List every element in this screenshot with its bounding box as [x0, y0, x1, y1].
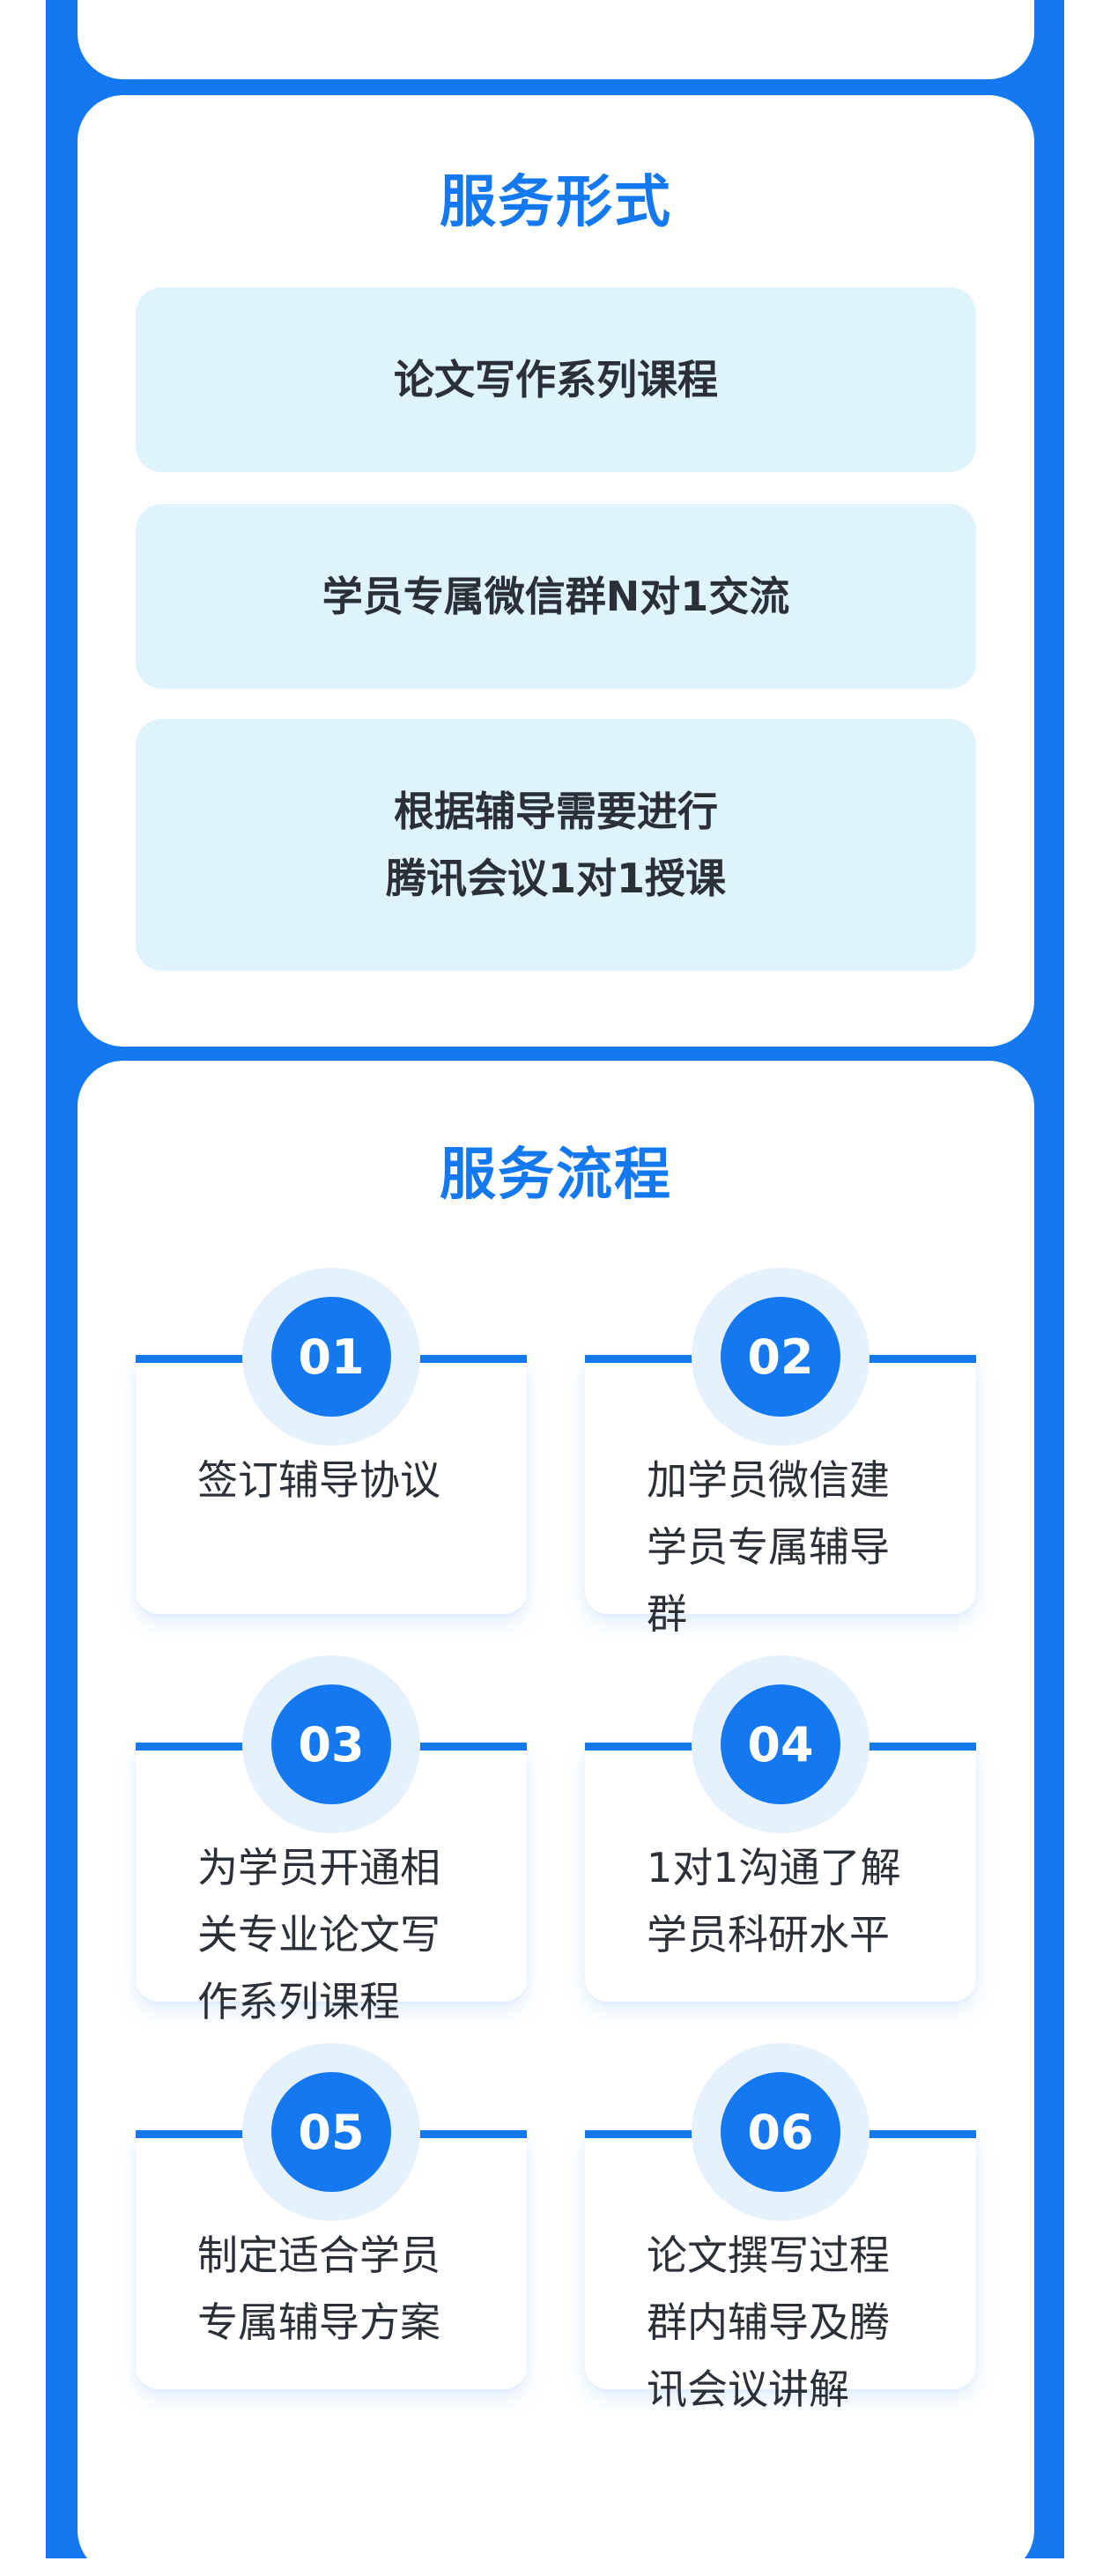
service-form-item-text: 根据辅导需要进行 — [393, 788, 718, 835]
flow-step-04: 04 1对1沟通了解学员科研水平 — [585, 1655, 976, 2002]
service-form-title: 服务形式 — [440, 170, 672, 235]
service-form-card: 服务形式 论文写作系列课程 学员专属微信群N对1交流 根据辅导需要进行 腾讯会议… — [78, 95, 1034, 1047]
service-flow-title: 服务流程 — [440, 1143, 672, 1208]
service-form-item-text: 腾讯会议1对1授课 — [385, 855, 726, 902]
flow-step-01: 01 签订辅导协议 — [136, 1268, 527, 1614]
flow-step-text: 论文撰写过程群内辅导及腾讯会议讲解 — [647, 2232, 890, 2413]
flow-step-text: 签订辅导协议 — [197, 1456, 440, 1504]
previous-section-card — [78, 0, 1034, 79]
flow-step-number: 01 — [271, 1297, 391, 1417]
flow-step-text: 1对1沟通了解学员科研水平 — [647, 1844, 901, 1958]
flow-step-06: 06 论文撰写过程群内辅导及腾讯会议讲解 — [585, 2043, 976, 2413]
service-flow-card: 服务流程 01 签订辅导协议 02 加学员微信建学员专属辅导群 03 为学员开通… — [78, 1061, 1034, 2576]
service-form-item-course: 论文写作系列课程 — [136, 287, 976, 472]
flow-step-text: 加学员微信建学员专属辅导群 — [647, 1456, 890, 1638]
flow-step-text: 制定适合学员专属辅导方案 — [197, 2232, 440, 2346]
flow-step-text: 为学员开通相关专业论文写作系列课程 — [197, 1844, 440, 2025]
service-form-item-text: 学员专属微信群N对1交流 — [322, 573, 790, 620]
service-form-item-text: 论文写作系列课程 — [394, 356, 718, 403]
service-form-item-tencent-meeting: 根据辅导需要进行 腾讯会议1对1授课 — [136, 719, 976, 971]
service-form-item-wechat-group: 学员专属微信群N对1交流 — [136, 504, 976, 689]
flow-step-number: 05 — [271, 2072, 391, 2192]
flow-step-number: 03 — [271, 1684, 391, 1804]
flow-step-number: 04 — [721, 1684, 840, 1804]
flow-step-number: 02 — [721, 1297, 840, 1417]
flow-step-02: 02 加学员微信建学员专属辅导群 — [585, 1268, 976, 1638]
flow-step-number: 06 — [721, 2072, 840, 2192]
flow-step-05: 05 制定适合学员专属辅导方案 — [136, 2043, 527, 2389]
flow-step-03: 03 为学员开通相关专业论文写作系列课程 — [136, 1655, 527, 2025]
